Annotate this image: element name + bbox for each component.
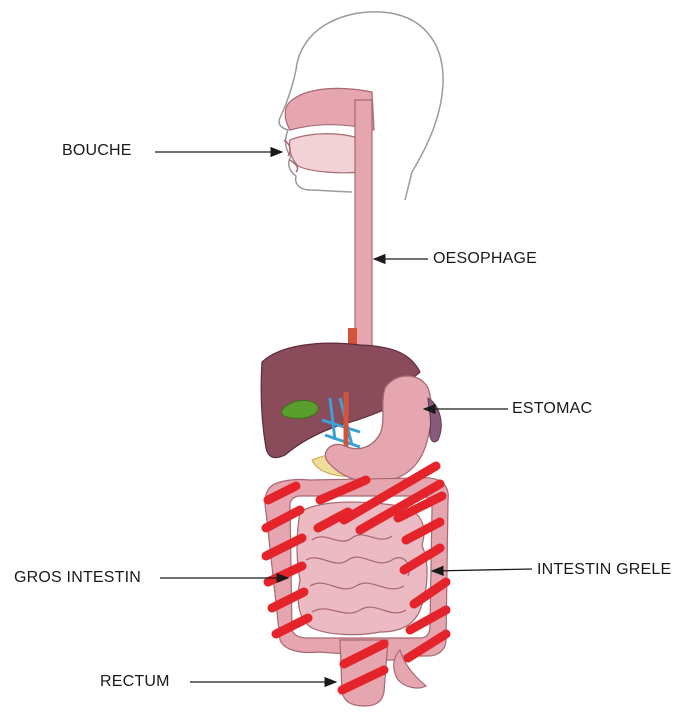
label-bouche: BOUCHE <box>62 142 132 160</box>
label-gros-intestin: GROS INTESTIN <box>14 569 141 587</box>
spleen <box>428 398 441 442</box>
label-intestin-grele: INTESTIN GRELE <box>537 561 671 579</box>
mouth-cavity <box>289 134 360 173</box>
label-estomac: ESTOMAC <box>512 400 592 418</box>
oesophagus-tube <box>355 100 372 370</box>
label-oesophage: OESOPHAGE <box>433 250 537 268</box>
label-rectum: RECTUM <box>100 673 170 691</box>
